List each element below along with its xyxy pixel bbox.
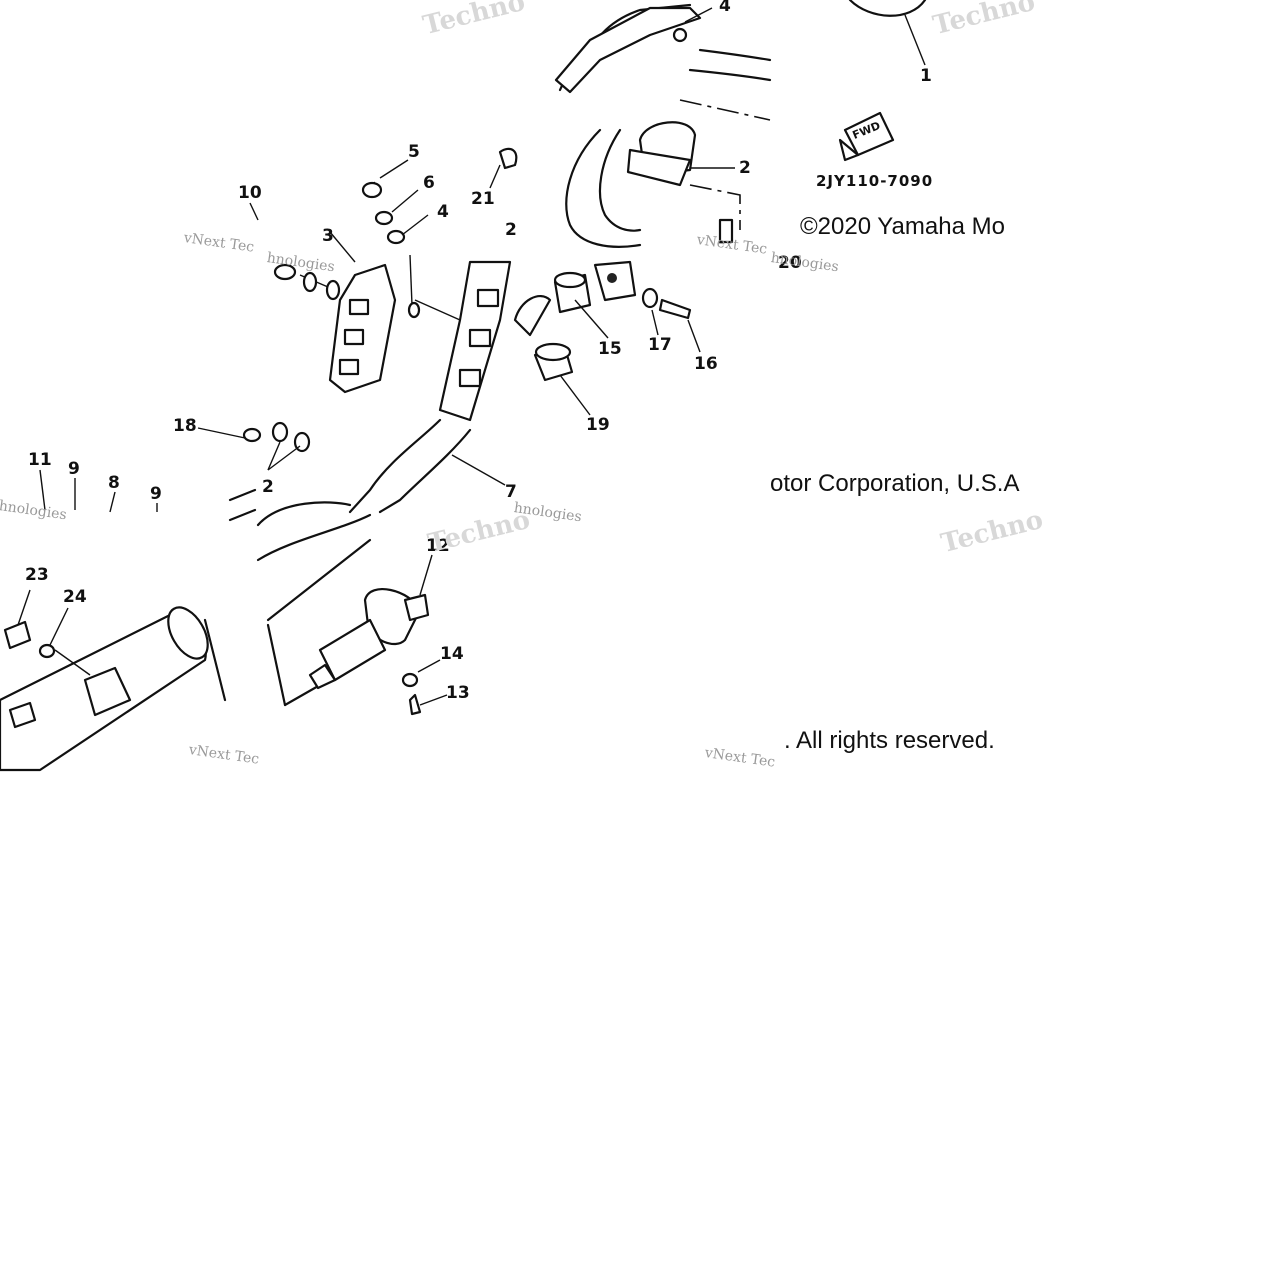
callout-15: 15 — [598, 339, 622, 359]
callout-5: 5 — [408, 142, 420, 162]
callout-2: 2 — [739, 158, 751, 178]
copyright-line-3: . All rights reserved. — [784, 727, 995, 754]
callout-8: 8 — [108, 473, 120, 493]
copyright-line-1: ©2020 Yamaha Mo — [800, 213, 1005, 240]
callout-12: 12 — [426, 536, 450, 556]
muffler-drawing — [0, 488, 257, 772]
copyright-line-2: otor Corporation, U.S.A — [770, 470, 1020, 497]
heat-shield-drawing — [197, 147, 518, 514]
callout-3: 3 — [322, 226, 334, 246]
callout-4-mid: 4 — [437, 202, 449, 222]
callout-4-top: 4 — [719, 0, 731, 16]
part-number: 2JY110-7090 — [816, 172, 934, 190]
silencer-drawing — [256, 501, 448, 716]
header-pipe-drawing — [554, 3, 772, 248]
left-leaders — [39, 202, 259, 513]
callout-16: 16 — [694, 354, 718, 374]
callout-18: 18 — [173, 416, 197, 436]
callout-9-b: 9 — [150, 484, 162, 504]
callout-17: 17 — [648, 335, 672, 355]
callout-19: 19 — [586, 415, 610, 435]
callout-11: 11 — [28, 450, 52, 470]
callout-2-partial: 2 — [505, 220, 517, 240]
callout-10: 10 — [238, 183, 262, 203]
callout-6: 6 — [423, 173, 435, 193]
callout-7: 7 — [505, 482, 517, 502]
joint-drawing — [513, 260, 701, 416]
callout-22: 2 — [262, 477, 274, 497]
callout-14: 14 — [440, 644, 464, 664]
callout-9-a: 9 — [68, 459, 80, 479]
callout-13: 13 — [446, 683, 470, 703]
callout-24: 24 — [63, 587, 87, 607]
callout-23: 23 — [25, 565, 49, 585]
gasket-drawing — [838, 0, 927, 162]
callout-20: 20 — [778, 253, 802, 273]
callout-1: 1 — [920, 66, 932, 86]
callout-21: 21 — [471, 189, 495, 209]
